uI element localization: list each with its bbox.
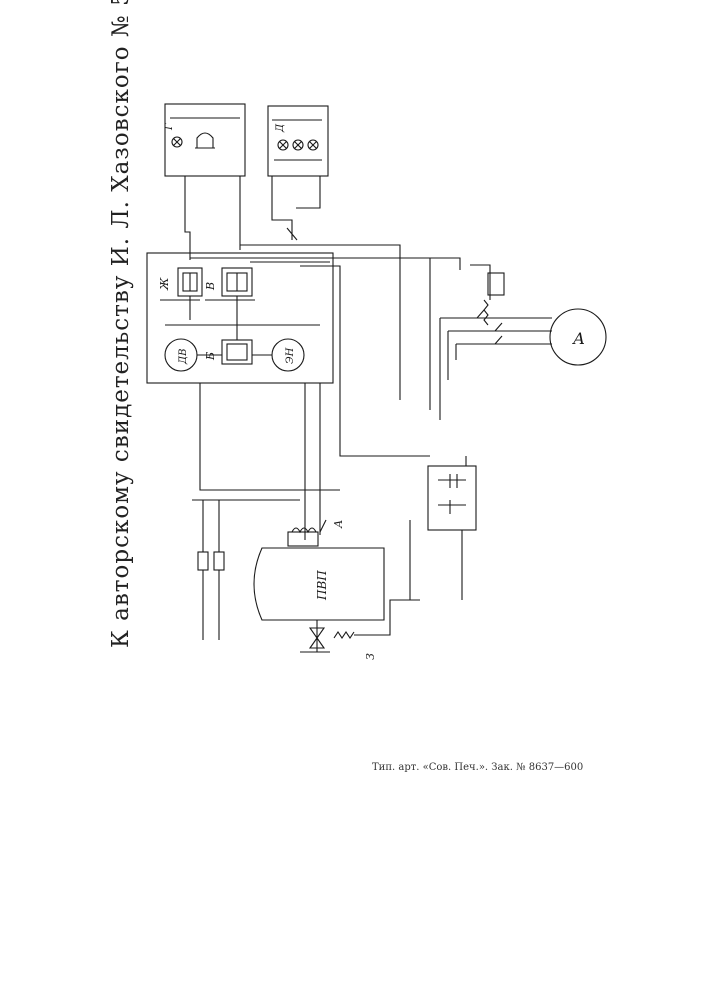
- printer-imprint: Тип. арт. «Сов. Печ.». Зак. № 8637—600: [372, 762, 583, 773]
- fuse-right: [214, 552, 224, 570]
- bell-icon: [195, 133, 215, 148]
- relay-dv-label: ДВ: [178, 349, 189, 365]
- contact-box: [428, 466, 476, 530]
- lamp-icon: [278, 140, 318, 150]
- sensor-a: [288, 532, 318, 546]
- sensor-a-label: А: [332, 520, 345, 529]
- lamp-box-d: [268, 106, 328, 176]
- relay-v-label: В: [204, 282, 217, 291]
- relay-b-label: Б: [204, 352, 217, 361]
- fuse-left: [198, 552, 208, 570]
- lamp-box-g: [165, 104, 245, 176]
- tank-label: ПВП: [315, 570, 329, 601]
- valve-z-label: З: [364, 653, 377, 660]
- lamp-icon: [172, 137, 182, 147]
- relay-zh-label: Ж: [158, 277, 171, 291]
- box-d-label: Д: [275, 123, 286, 133]
- relay-en-label: ЭН: [285, 347, 296, 364]
- motor-label: А: [572, 329, 585, 348]
- box-g-label: Г: [164, 123, 175, 131]
